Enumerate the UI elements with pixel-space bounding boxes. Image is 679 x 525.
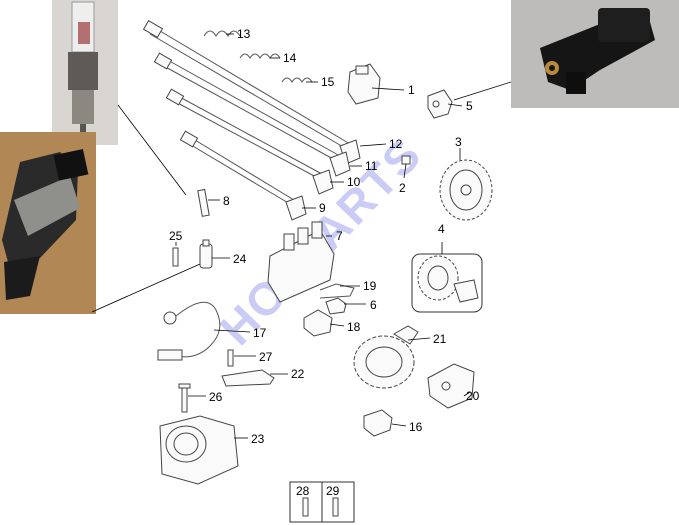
label-22: 22 — [291, 367, 305, 381]
label-21: 21 — [433, 332, 447, 346]
sensor-6 — [325, 297, 347, 315]
bolt-27 — [227, 349, 234, 367]
label-2: 2 — [399, 181, 406, 195]
label-15: 15 — [321, 75, 335, 89]
label-27: 27 — [259, 350, 273, 364]
cam-sensor-photo — [511, 0, 679, 108]
label-26: 26 — [209, 390, 223, 404]
alternator-21 — [353, 325, 419, 389]
label-3: 3 — [455, 135, 462, 149]
leader-lines — [175, 33, 471, 439]
label-10: 10 — [347, 175, 361, 189]
ignition-lead-9 — [179, 130, 307, 221]
vvt-solenoid-photo — [0, 132, 96, 314]
cap-2 — [401, 155, 411, 165]
label-19: 19 — [363, 279, 377, 293]
lead-clip-14 — [239, 53, 281, 59]
label-18: 18 — [347, 320, 361, 334]
label-7: 7 — [336, 229, 343, 243]
bracket-19 — [319, 283, 355, 299]
label-20: 20 — [466, 389, 480, 403]
throttle-body-23 — [159, 415, 239, 485]
bolt-25 — [172, 247, 179, 267]
label-11: 11 — [365, 159, 378, 173]
oil-pressure-sensor-16 — [363, 409, 393, 437]
part-labels: 1 2 3 4 5 6 7 8 9 10 11 12 13 14 15 16 1… — [169, 27, 480, 498]
label-29: 29 — [326, 484, 340, 498]
bolt-box-28-29 — [289, 481, 355, 523]
label-12: 12 — [389, 137, 403, 151]
spark-plug-8 — [197, 188, 210, 217]
ignition-lead-12 — [142, 19, 361, 165]
sensor-18 — [303, 309, 333, 337]
ignition-lead-11 — [153, 52, 351, 177]
ignition-coil-7 — [267, 221, 335, 303]
spark-plug-photo — [52, 0, 118, 145]
label-13: 13 — [237, 27, 251, 41]
ignition-lead-10 — [165, 88, 334, 195]
label-6: 6 — [370, 298, 377, 312]
label-16: 16 — [409, 420, 423, 434]
label-24: 24 — [233, 252, 247, 266]
vvt-solenoid-24 — [199, 239, 213, 269]
label-8: 8 — [223, 194, 230, 208]
bracket-22 — [221, 369, 275, 387]
label-25: 25 — [169, 229, 183, 243]
label-5: 5 — [466, 99, 473, 113]
label-14: 14 — [283, 51, 297, 65]
label-9: 9 — [319, 201, 326, 215]
label-23: 23 — [251, 432, 265, 446]
lead-clip-13 — [203, 30, 241, 37]
bolt-26 — [178, 383, 191, 413]
label-4: 4 — [438, 222, 445, 236]
label-17: 17 — [253, 326, 267, 340]
map-sensor-1 — [347, 63, 381, 105]
cam-gear-assembly-4 — [411, 253, 483, 313]
lead-clip-15 — [281, 77, 313, 83]
label-28: 28 — [296, 484, 310, 498]
alternator-bracket-20 — [427, 363, 475, 409]
label-1: 1 — [408, 83, 415, 97]
cam-sensor-5 — [427, 89, 453, 119]
knock-sensor-17 — [157, 301, 221, 361]
cam-gear-3 — [439, 159, 493, 221]
